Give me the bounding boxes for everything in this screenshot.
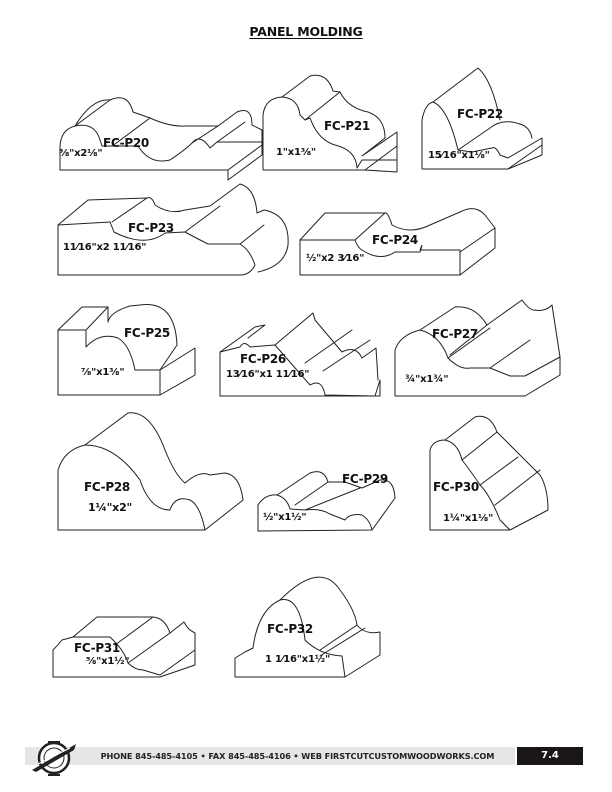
profile-size-fc-p27: ¾"x1¾": [405, 374, 449, 385]
profile-size-fc-p25: ⅞"x1⅜": [81, 367, 125, 378]
profile-drawing-fc-p21: [262, 74, 398, 173]
profile-drawing-fc-p22: [421, 67, 543, 170]
profile-code-fc-p31: FC-P31: [74, 641, 120, 655]
profile-code-fc-p25: FC-P25: [124, 326, 170, 340]
profile-code-fc-p28: FC-P28: [84, 480, 130, 494]
profile-size-fc-p29: ½"x1½": [263, 512, 307, 523]
profile-drawing-fc-p29: [257, 471, 396, 532]
profile-size-fc-p28: 1¼"x2": [88, 501, 133, 514]
profile-drawing-fc-p24: [299, 208, 496, 276]
profile-code-fc-p21: FC-P21: [324, 119, 370, 133]
page-title: PANEL MOLDING: [249, 24, 363, 39]
profile-drawing-fc-p31: [52, 616, 196, 678]
footer-bar: [25, 747, 515, 765]
profile-code-fc-p20: FC-P20: [103, 136, 149, 150]
profile-drawing-fc-p20: [59, 97, 263, 181]
profile-code-fc-p26: FC-P26: [240, 352, 286, 366]
page-number: 7.4: [517, 747, 583, 765]
profile-size-fc-p21: 1"x1⅜": [276, 147, 316, 158]
profile-size-fc-p31: ⅝"x1½": [86, 656, 130, 667]
footer-contact: PHONE 845-485-4105 • FAX 845-485-4106 • …: [100, 751, 495, 761]
profile-size-fc-p23: 11⁄16"x2 11⁄16": [63, 242, 147, 253]
profile-code-fc-p30: FC-P30: [433, 480, 479, 494]
profile-drawing-fc-p23: [57, 183, 289, 276]
profile-drawing-fc-p25: [57, 304, 196, 396]
profile-code-fc-p23: FC-P23: [128, 221, 174, 235]
profile-size-fc-p26: 13⁄16"x1 11⁄16": [226, 369, 310, 380]
profile-size-fc-p32: 1 1⁄16"x1½": [265, 654, 330, 665]
profile-code-fc-p27: FC-P27: [432, 327, 478, 341]
profile-size-fc-p30: 1¼"x1⅛": [443, 513, 494, 524]
profile-size-fc-p24: ½"x2 3⁄16": [306, 253, 365, 264]
profile-drawing-fc-p32: [234, 576, 381, 678]
profile-drawing-fc-p27: [394, 299, 561, 397]
profile-code-fc-p22: FC-P22: [457, 107, 503, 121]
profile-size-fc-p22: 15⁄16"x1⅛": [428, 150, 490, 161]
profile-code-fc-p24: FC-P24: [372, 233, 418, 247]
profile-code-fc-p29: FC-P29: [342, 472, 388, 486]
profile-code-fc-p32: FC-P32: [267, 622, 313, 636]
profile-size-fc-p20: ⅝"x2⅛": [59, 148, 103, 159]
profile-drawing-fc-p30: [429, 415, 549, 531]
profile-drawing-fc-p26: [219, 312, 381, 397]
profile-drawing-fc-p28: [57, 412, 244, 531]
company-logo: [32, 741, 76, 776]
